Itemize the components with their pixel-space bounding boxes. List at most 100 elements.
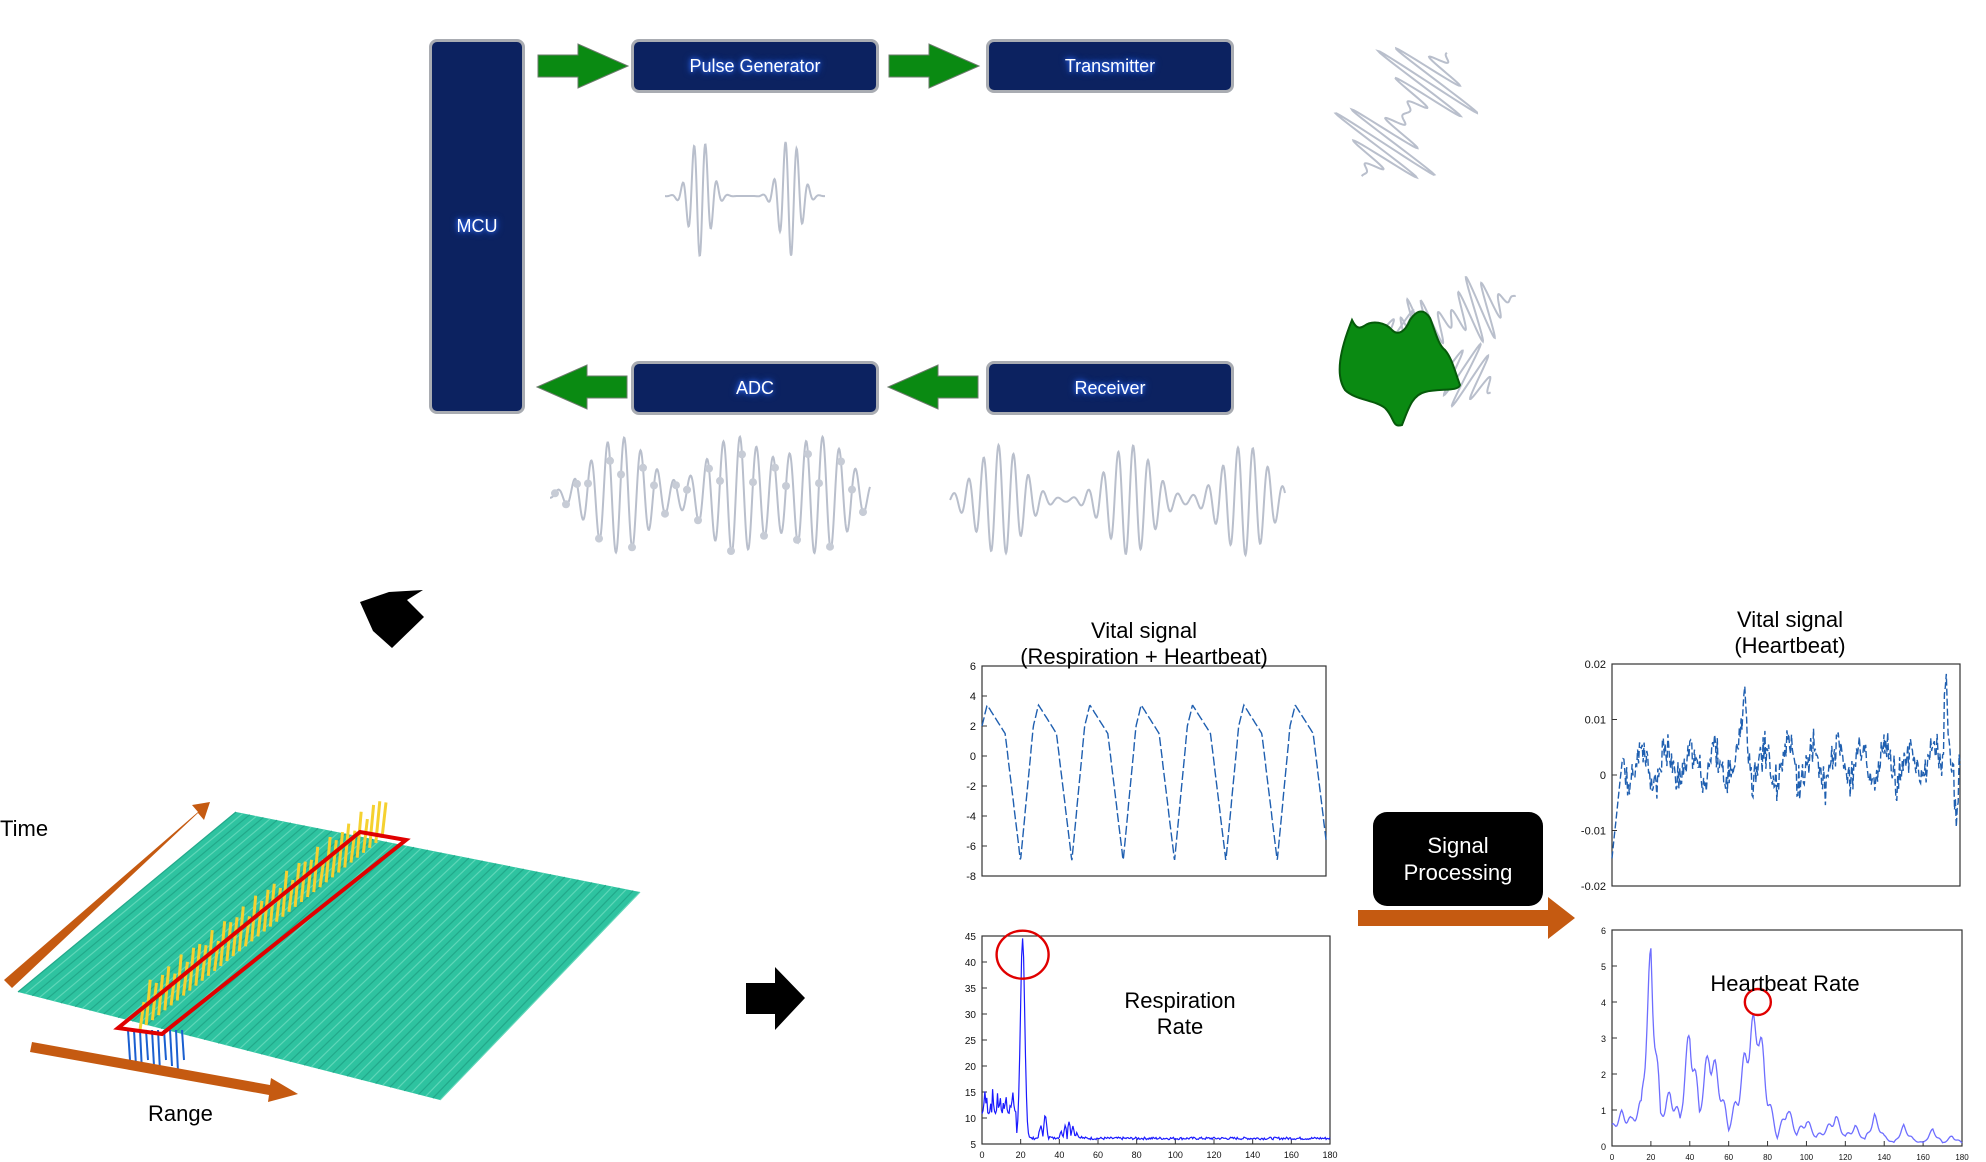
surface-peak	[330, 839, 338, 878]
surface-peak	[343, 823, 351, 868]
x-tick-label: 140	[1245, 1150, 1260, 1160]
x-tick-label: 80	[1763, 1153, 1772, 1162]
y-tick-label: 5	[970, 1140, 976, 1151]
receiver-label: Receiver	[1074, 377, 1146, 398]
transmitter-block: Transmitter	[986, 39, 1234, 93]
surface-peak	[150, 982, 158, 1021]
arrow-mcu-to-pulse	[537, 43, 630, 89]
adc-sample-dot	[661, 509, 669, 518]
surface-texture-line	[325, 869, 531, 1072]
surface-texture-line	[396, 883, 600, 1090]
received-waveform	[949, 442, 1286, 558]
surface-peak	[299, 861, 307, 903]
surface-texture-line	[232, 852, 442, 1048]
x-tick-label: 100	[1168, 1150, 1183, 1160]
y-tick-label: 4	[1601, 998, 1606, 1008]
surface-peak	[275, 887, 283, 922]
target-body-icon	[1338, 310, 1462, 427]
surface-peak	[169, 973, 177, 1006]
surface-texture-line	[267, 859, 477, 1057]
x-tick-label: 40	[1685, 1153, 1694, 1162]
plot-area	[981, 935, 1331, 1145]
x-tick-label: 140	[1878, 1153, 1892, 1162]
y-tick-label: -2	[966, 781, 976, 793]
series-line	[1611, 673, 1961, 859]
y-tick-label: 5	[1601, 962, 1606, 972]
adc-sample-dot	[683, 485, 691, 494]
plot-area	[981, 665, 1327, 877]
surface-trough	[145, 1029, 149, 1061]
signal-processing-line2: Processing	[1403, 860, 1513, 885]
plot-area	[1611, 663, 1961, 887]
y-tick-label: 0.01	[1585, 715, 1606, 727]
surface-texture-line	[382, 880, 586, 1086]
surface-texture-line	[403, 884, 607, 1092]
pulse-generator-block: Pulse Generator	[631, 39, 879, 93]
arrow-pulse-to-transmitter	[888, 43, 981, 89]
x-tick-label: 60	[1093, 1150, 1103, 1160]
surface-trough	[157, 1029, 161, 1073]
y-tick-label: 3	[1601, 1034, 1606, 1044]
chart1-title: Vital signal (Respiration + Heartbeat)	[994, 618, 1294, 671]
x-tick-label: 20	[1016, 1150, 1026, 1160]
y-tick-label: 0	[1601, 1142, 1606, 1152]
surface-texture-line	[360, 876, 566, 1081]
surface-texture-line	[339, 872, 545, 1075]
surface-texture-line	[260, 857, 470, 1055]
x-tick-label: 160	[1916, 1153, 1930, 1162]
arrow-adc-to-mcu	[535, 364, 628, 410]
surface-texture-line	[353, 875, 559, 1079]
adc-sample-dot	[804, 450, 812, 459]
y-tick-label: 25	[965, 1036, 977, 1047]
y-tick-label: 1	[1601, 1106, 1606, 1116]
surface-texture-line	[317, 868, 525, 1070]
chart3-title-line2: (Heartbeat)	[1734, 633, 1846, 659]
adc-sample-dot	[551, 489, 559, 498]
heartbeat-peak-marker	[1743, 987, 1773, 1017]
respiration-rate-label: Respiration Rate	[1100, 988, 1260, 1041]
x-tick-label: 100	[1800, 1153, 1814, 1162]
adc-sample-dot	[595, 534, 603, 543]
y-tick-label: 0	[970, 751, 976, 763]
surface-peak	[306, 859, 314, 898]
surface-trough	[151, 1029, 155, 1067]
mcu-block: MCU	[429, 39, 525, 414]
x-tick-label: 0	[1610, 1153, 1615, 1162]
respiration-peak-marker	[995, 929, 1050, 980]
flow-right-arrow	[746, 967, 805, 1030]
x-tick-label: 0	[979, 1150, 984, 1160]
x-tick-label: 120	[1839, 1153, 1853, 1162]
transmitter-label: Transmitter	[1064, 55, 1156, 76]
adc-sample-dot	[782, 482, 790, 490]
surface-texture-line	[332, 871, 538, 1073]
adc-sample-dot	[584, 479, 592, 488]
radar-surface-plot	[17, 801, 641, 1101]
chart1-title-line1: Vital signal	[1091, 618, 1197, 643]
y-tick-label: 35	[965, 984, 977, 995]
surface-texture-line	[296, 864, 504, 1064]
chart1-title-line2: (Respiration + Heartbeat)	[1020, 644, 1268, 670]
adc-label: ADC	[735, 377, 774, 398]
y-tick-label: 30	[965, 1010, 977, 1021]
receiver-block: Receiver	[986, 361, 1234, 415]
x-tick-label: 20	[1646, 1153, 1655, 1162]
y-tick-label: 6	[1601, 926, 1606, 936]
x-tick-label: 60	[1724, 1153, 1733, 1162]
respiration-rate-line2: Rate	[1156, 1014, 1204, 1040]
adc-sample-dot	[859, 508, 867, 517]
surface-trough	[181, 1029, 185, 1061]
surface-texture-line	[67, 821, 285, 1006]
x-tick-label: 180	[1955, 1153, 1969, 1162]
surface-trough	[175, 1029, 179, 1073]
adc-sample-dot	[716, 476, 724, 485]
surface-texture-line	[110, 829, 326, 1017]
surface-texture-line	[24, 812, 244, 995]
adc-sample-dot	[628, 543, 636, 552]
x-tick-label: 120	[1206, 1150, 1221, 1160]
surface-peak	[361, 818, 369, 853]
y-tick-label: -0.02	[1581, 881, 1606, 893]
adc-sample-dot	[738, 450, 746, 459]
reflected-waveform-a	[1383, 276, 1516, 364]
